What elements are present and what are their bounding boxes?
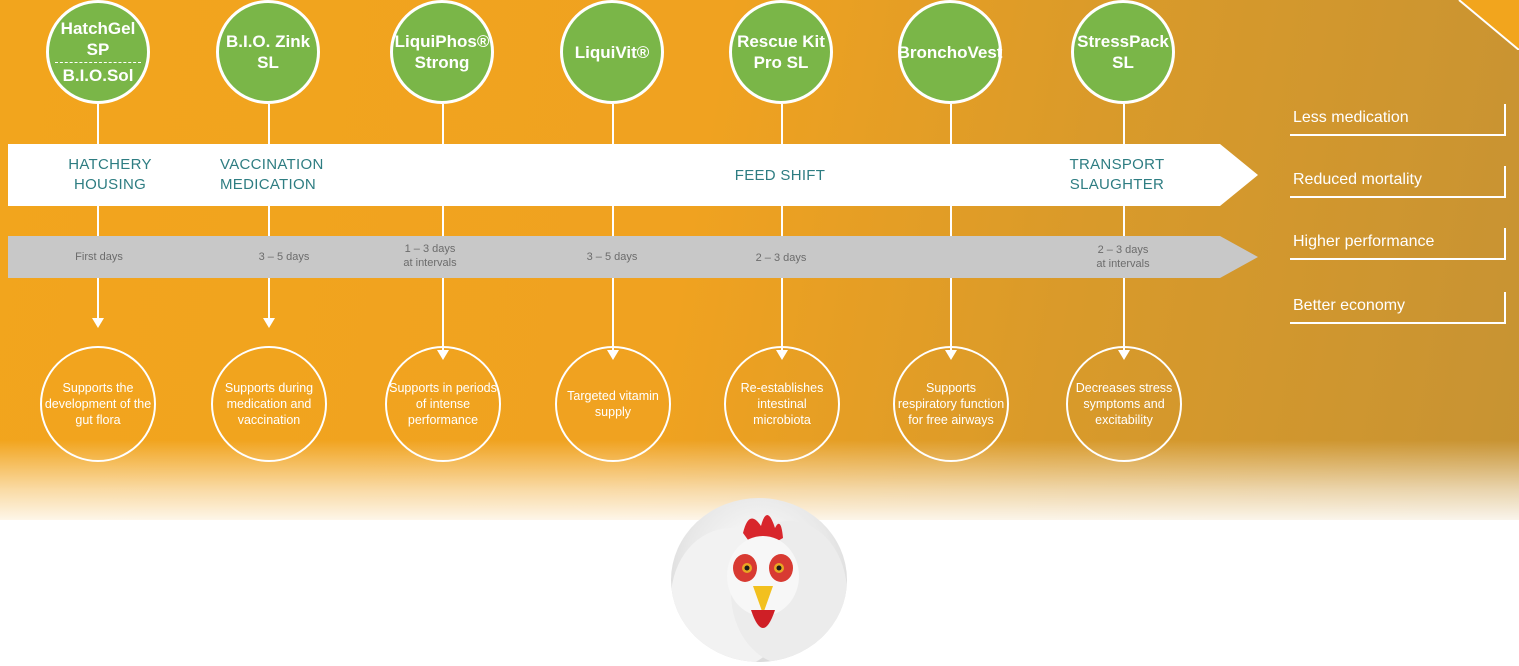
- connector-line: [781, 104, 783, 352]
- benefit-circle: Targeted vitamin supply: [555, 346, 671, 462]
- duration-label: 3 – 5 days: [586, 251, 638, 263]
- benefit-circle: Re-establishes intestinal microbiota: [724, 346, 840, 462]
- chicken-illustration: [671, 514, 847, 662]
- outcome-label: Reduced mortality: [1290, 166, 1506, 198]
- duration-label: 3 – 5 days: [258, 251, 310, 263]
- connector-line: [612, 104, 614, 352]
- stage-arrow-bar: [8, 144, 1258, 206]
- corner-decoration: [1458, 0, 1519, 50]
- benefit-circle: Supports respiratory function for free a…: [893, 346, 1009, 462]
- connector-line: [950, 104, 952, 352]
- connector-arrow-icon: [263, 318, 275, 328]
- duration-arrow-bar: [8, 236, 1258, 278]
- outcome-label: Higher performance: [1290, 228, 1506, 260]
- benefit-circle: Supports the development of the gut flor…: [40, 346, 156, 462]
- product-divider: [55, 62, 141, 63]
- product-circle-hatchgel: HatchGel SP B.I.O.Sol: [46, 0, 150, 104]
- product-circle-bronchovest: BronchoVest: [898, 0, 1002, 104]
- benefit-circle: Supports during medication and vaccinati…: [211, 346, 327, 462]
- duration-label: 2 – 3 days: [755, 252, 807, 264]
- benefit-circle: Supports in periods of intense performan…: [385, 346, 501, 462]
- product-circle-liquiphos: LiquiPhos®Strong: [390, 0, 494, 104]
- outcome-label: Less medication: [1290, 104, 1506, 136]
- connector-line: [268, 104, 270, 318]
- connector-line: [1123, 104, 1125, 352]
- connector-arrow-icon: [92, 318, 104, 328]
- benefit-circle: Decreases stress symptoms and excitabili…: [1066, 346, 1182, 462]
- duration-label: First days: [75, 251, 123, 263]
- chicken-photo: [671, 498, 847, 662]
- connector-line: [442, 104, 444, 352]
- outcome-label: Better economy: [1290, 292, 1506, 324]
- connector-line: [97, 104, 99, 318]
- product-circle-liquivit: LiquiVit®: [560, 0, 664, 104]
- stage-label: FEED SHIFT: [734, 167, 826, 184]
